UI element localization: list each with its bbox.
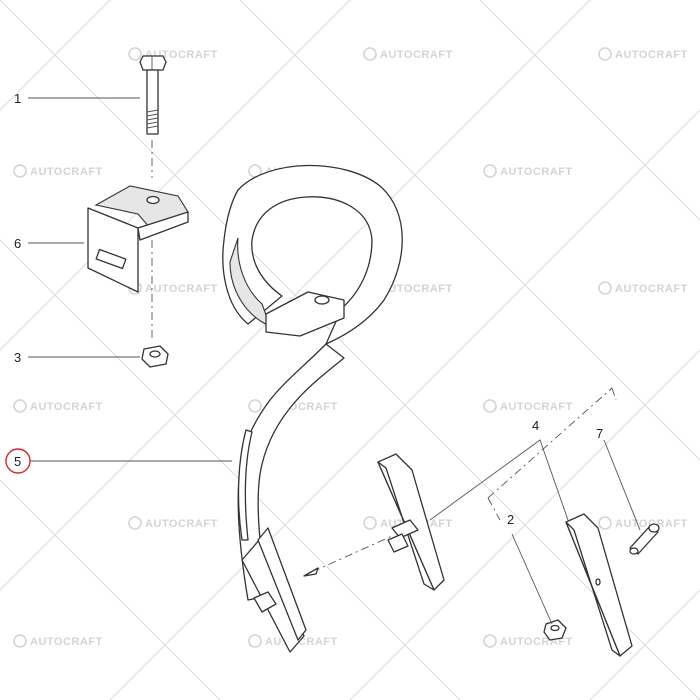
autocraft-logo-icon: [13, 399, 27, 413]
watermark-stamp: AUTOCRAFT: [598, 47, 688, 61]
watermark-stamp: AUTOCRAFT: [483, 399, 573, 413]
carriage-bolt-part: [629, 523, 660, 555]
spring-tine-part: [222, 164, 403, 653]
selected-callout-ring: [5, 448, 31, 474]
watermark-text: AUTOCRAFT: [145, 518, 218, 530]
watermark-text: AUTOCRAFT: [500, 166, 573, 178]
autocraft-logo-icon: [128, 516, 142, 530]
callout-4[interactable]: 4: [532, 418, 539, 433]
autocraft-logo-icon: [598, 47, 612, 61]
watermark-stamp: AUTOCRAFT: [128, 516, 218, 530]
autocraft-logo-icon: [248, 634, 262, 648]
watermark-stamp: AUTOCRAFT: [363, 47, 453, 61]
watermark-text: AUTOCRAFT: [30, 166, 103, 178]
watermark-text: AUTOCRAFT: [380, 283, 453, 295]
autocraft-logo-icon: [13, 634, 27, 648]
watermark-text: AUTOCRAFT: [30, 636, 103, 648]
autocraft-logo-icon: [598, 281, 612, 295]
watermark-stamp: AUTOCRAFT: [13, 164, 103, 178]
watermark-text: AUTOCRAFT: [615, 283, 688, 295]
watermark-text: AUTOCRAFT: [145, 283, 218, 295]
watermark-text: AUTOCRAFT: [380, 49, 453, 61]
watermark-text: AUTOCRAFT: [615, 49, 688, 61]
small-nut-part: [543, 619, 567, 641]
watermark-stamp: AUTOCRAFT: [128, 281, 218, 295]
callout-2[interactable]: 2: [507, 512, 514, 527]
watermark-text: AUTOCRAFT: [30, 401, 103, 413]
leader-lines: [28, 97, 641, 625]
autocraft-logo-icon: [363, 47, 377, 61]
autocraft-logo-icon: [483, 399, 497, 413]
watermark-stamp: AUTOCRAFT: [598, 281, 688, 295]
assembly-line-shovel: [311, 535, 393, 573]
nut-part: [141, 345, 169, 368]
shovel-part-middle: [303, 453, 445, 591]
autocraft-logo-icon: [483, 634, 497, 648]
watermark-text: AUTOCRAFT: [500, 401, 573, 413]
watermark-stamp: AUTOCRAFT: [598, 516, 687, 530]
bolt-part: [139, 55, 167, 135]
shovel-part-right: [565, 513, 633, 657]
autocraft-logo-icon: [483, 164, 497, 178]
watermark-stamp: AUTOCRAFT: [13, 634, 103, 648]
callout-3[interactable]: 3: [14, 350, 21, 365]
callout-7[interactable]: 7: [596, 426, 603, 441]
autocraft-logo-icon: [128, 47, 142, 61]
autocraft-logo-icon: [598, 516, 612, 530]
autocraft-logo-icon: [363, 516, 377, 530]
autocraft-logo-icon: [248, 399, 262, 413]
watermark-stamp: AUTOCRAFT: [13, 399, 103, 413]
watermark-stamp: AUTOCRAFT: [483, 164, 573, 178]
bracket-part: [87, 185, 189, 293]
callout-6[interactable]: 6: [14, 236, 21, 251]
autocraft-logo-icon: [13, 164, 27, 178]
callout-1[interactable]: 1: [14, 91, 21, 106]
callout-5[interactable]: 5: [14, 454, 21, 469]
